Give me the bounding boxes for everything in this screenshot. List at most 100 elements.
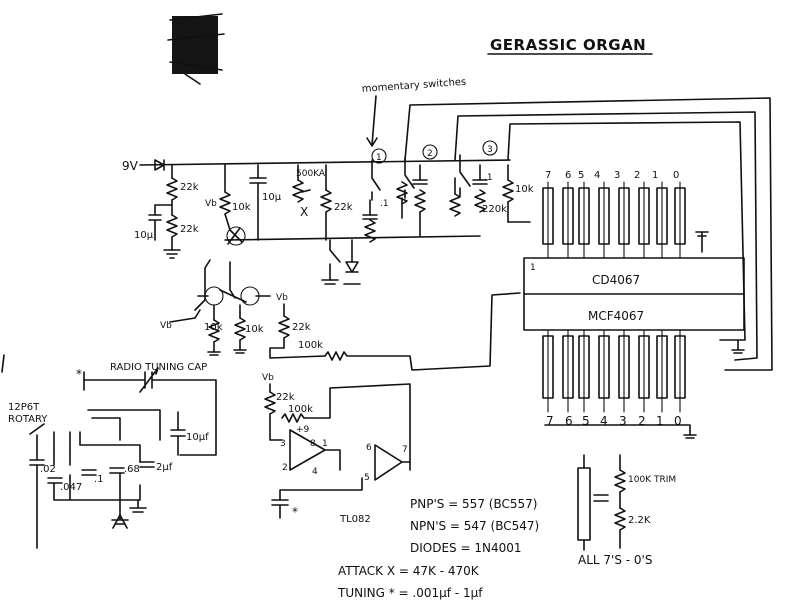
bottom-bank-resistor <box>542 335 554 399</box>
top-bank-resistor <box>598 187 610 245</box>
svg-text:4: 4 <box>600 414 608 428</box>
svg-text:8: 8 <box>310 439 316 449</box>
lower-diode <box>321 239 361 285</box>
svg-text:1: 1 <box>530 263 536 273</box>
svg-text:10k: 10k <box>232 202 251 213</box>
svg-text:2: 2 <box>634 170 640 181</box>
top-bank-resistor <box>638 187 650 245</box>
svg-text:.02: .02 <box>40 464 56 475</box>
scribble-logo <box>167 13 225 85</box>
top-bank-resistor <box>656 187 668 245</box>
svg-text:5: 5 <box>582 414 590 428</box>
bottom-bank-resistor <box>562 335 574 399</box>
svg-text:1: 1 <box>322 439 328 449</box>
svg-text:10k: 10k <box>204 322 223 333</box>
svg-text:.047: .047 <box>60 482 82 493</box>
momentary-switches: 1 2 3 <box>371 140 498 201</box>
trim-legend: 100K TRIM 2.2K ALL 7'S - 0'S <box>577 454 676 567</box>
svg-text:1: 1 <box>656 414 664 428</box>
svg-text:0: 0 <box>674 414 682 428</box>
bottom-bank-resistor <box>598 335 610 399</box>
top-bank-resistor <box>674 187 686 245</box>
svg-text:22k: 22k <box>180 224 199 235</box>
top-pin-numbers: 7 6 5 4 3 2 1 0 <box>545 170 679 181</box>
svg-text:+9: +9 <box>296 425 310 435</box>
svg-text:2µf: 2µf <box>156 462 173 473</box>
svg-text:2: 2 <box>282 463 288 473</box>
svg-text:3: 3 <box>614 170 620 181</box>
svg-text:7: 7 <box>546 414 554 428</box>
opamp-section: Vb 22k 100k +9 3 2 1 8 4 6 7 5 * TL082 <box>262 373 411 525</box>
svg-text:2: 2 <box>638 414 646 428</box>
svg-text:10µ: 10µ <box>134 230 154 241</box>
svg-text:22k: 22k <box>292 322 311 333</box>
bottom-bank-resistor <box>638 335 650 399</box>
svg-text:22k: 22k <box>276 392 295 403</box>
switch-note-arrow <box>371 95 377 146</box>
svg-text:500KA: 500KA <box>296 169 326 179</box>
bottom-bank-resistor <box>674 335 686 399</box>
svg-text:ROTARY: ROTARY <box>8 414 48 425</box>
switches-note: momentary switches <box>361 77 466 95</box>
feed-network: Vb 22k 100k <box>269 292 521 371</box>
svg-text:3: 3 <box>280 439 286 449</box>
svg-text:0: 0 <box>673 170 679 181</box>
note-diodes: DIODES = 1N4001 <box>410 541 522 555</box>
rotary-capacitors: .02 .047 .1 .68 2µf <box>29 459 173 549</box>
svg-text:4: 4 <box>312 467 318 477</box>
top-resistor-bank <box>542 181 686 259</box>
bottom-resistor-bank <box>542 329 686 413</box>
svg-text:7: 7 <box>402 445 408 455</box>
svg-text:.1: .1 <box>484 173 493 183</box>
oscillator-transistors: Vb 10k 10µ Vb 10k 10k <box>160 164 481 356</box>
top-bank-resistor <box>618 187 630 245</box>
svg-text:220k: 220k <box>482 204 507 215</box>
svg-text:10k: 10k <box>245 324 264 335</box>
bottom-bank-resistor <box>618 335 630 399</box>
svg-text:5: 5 <box>364 473 370 483</box>
top-bank-resistor <box>562 187 574 245</box>
note-attack: ATTACK X = 47K - 470K <box>338 564 480 578</box>
svg-text:10k: 10k <box>515 184 534 195</box>
svg-text:4: 4 <box>594 170 600 181</box>
margin-mark <box>1 354 5 373</box>
svg-text:22k: 22k <box>334 202 353 213</box>
note-npn: NPN'S = 547 (BC547) <box>410 519 539 533</box>
note-pnp: PNP'S = 557 (BC557) <box>410 497 537 511</box>
bottom-bank-resistor <box>578 335 590 399</box>
component-notes: PNP'S = 557 (BC557) NPN'S = 547 (BC547) … <box>337 497 539 600</box>
opamp-part-label: TL082 <box>339 514 371 525</box>
svg-text:2: 2 <box>427 149 433 159</box>
svg-text:.68: .68 <box>124 464 140 475</box>
bottom-pin-numbers: 7 6 5 4 3 2 1 0 <box>546 414 682 428</box>
svg-text:12P6T: 12P6T <box>8 402 40 413</box>
svg-text:Vb: Vb <box>205 199 217 209</box>
page-title: GERASSIC ORGAN <box>490 36 646 54</box>
supply-9v-label: 9V <box>122 159 139 173</box>
svg-text:5: 5 <box>578 170 584 181</box>
svg-text:.1: .1 <box>380 199 389 209</box>
attack-pot: 500KA X 22k <box>292 164 353 241</box>
chip-upper-label: CD4067 <box>592 273 640 287</box>
svg-text:X: X <box>300 205 308 219</box>
chip-cd4067: CD4067 MCF4067 1 <box>523 257 745 331</box>
svg-text:22k: 22k <box>180 182 199 193</box>
top-bank-resistor <box>578 187 590 245</box>
top-bank-resistor <box>542 187 554 245</box>
svg-text:10µf: 10µf <box>186 432 209 443</box>
svg-text:3: 3 <box>619 414 627 428</box>
svg-text:100K TRIM: 100K TRIM <box>628 475 676 485</box>
svg-text:10µ: 10µ <box>262 192 282 203</box>
svg-text:3: 3 <box>487 145 493 155</box>
svg-text:.1: .1 <box>94 474 104 485</box>
radio-tuning-section: * RADIO TUNING CAP 12P6T ROTARY 10µf <box>8 362 217 466</box>
bottom-bank-resistor <box>656 335 668 399</box>
chip-lower-label: MCF4067 <box>588 309 644 323</box>
svg-text:100k: 100k <box>288 404 313 415</box>
svg-text:100k: 100k <box>298 340 323 351</box>
svg-text:*: * <box>76 367 82 381</box>
input-network: 22k 22k 10µ <box>134 164 199 259</box>
switch-networks: .1 .1 220k 10k <box>362 164 534 243</box>
svg-text:1: 1 <box>652 170 658 181</box>
